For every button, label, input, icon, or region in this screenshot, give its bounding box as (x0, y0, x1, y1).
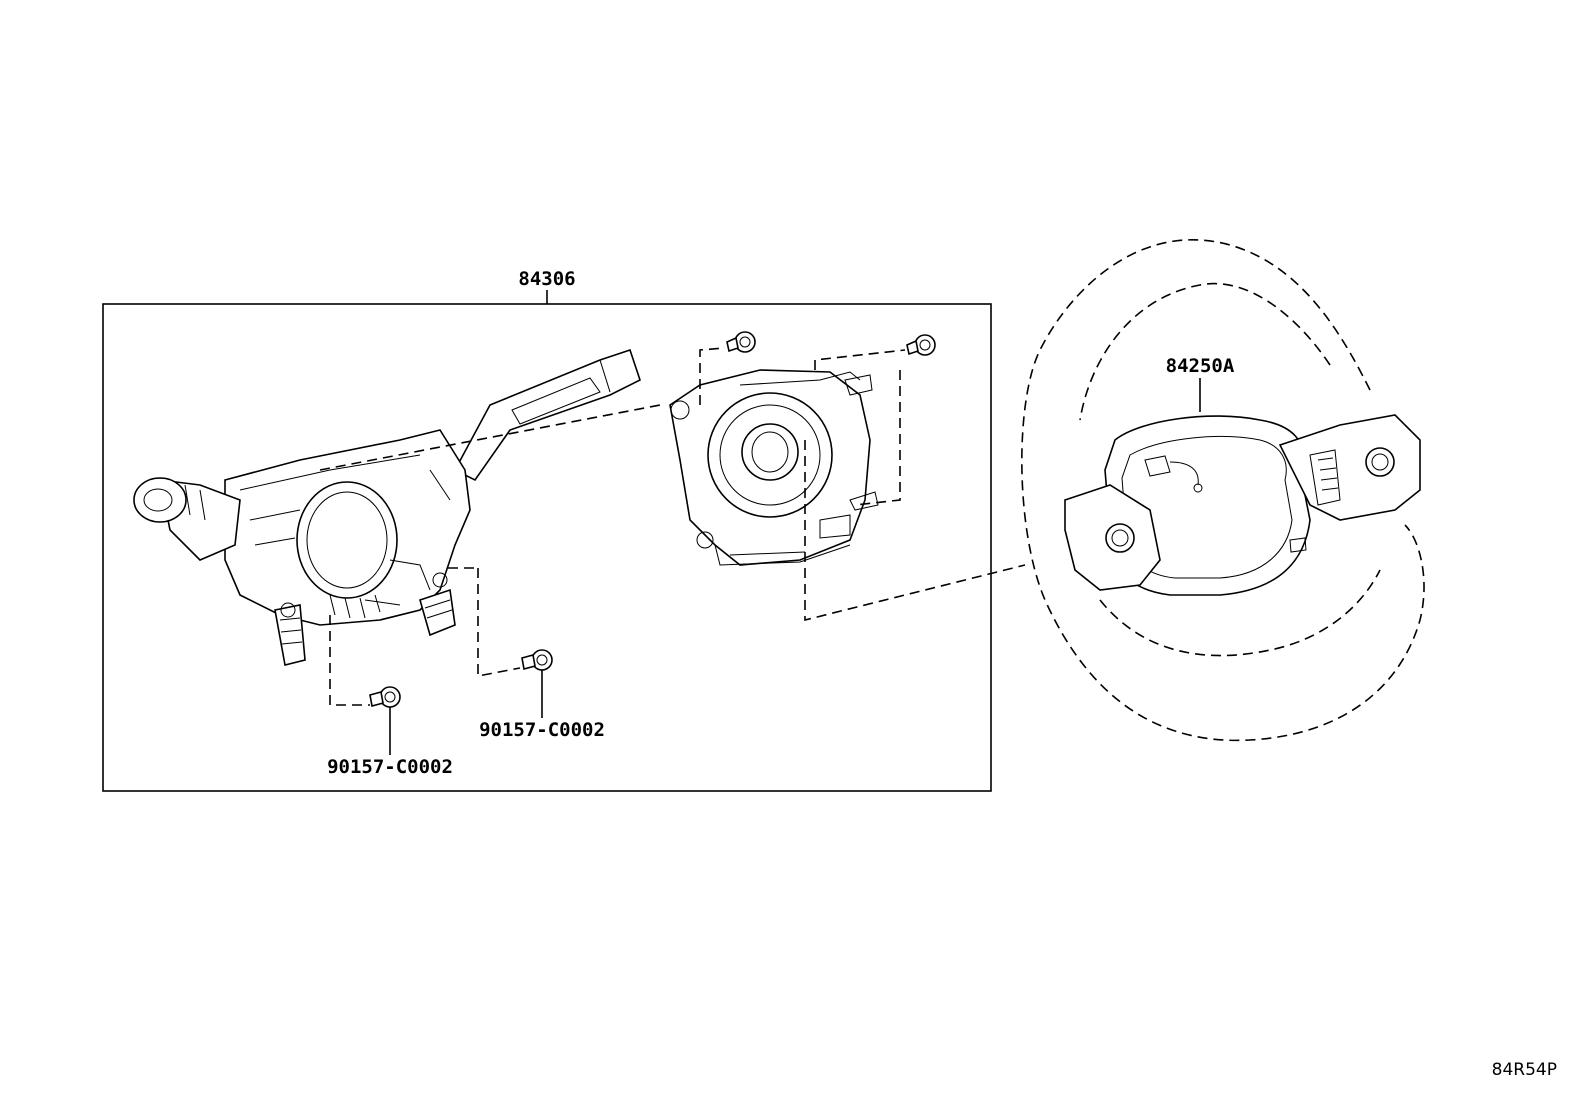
label-screw-lower[interactable]: 90157-C0002 (327, 756, 453, 778)
diagram-code: 84R54P (1492, 1060, 1557, 1080)
steering-wheel-drawing[interactable] (1021, 239, 1425, 742)
label-screw-right[interactable]: 90157-C0002 (479, 719, 605, 741)
screw-top-left[interactable] (726, 331, 756, 353)
screw-right[interactable] (521, 649, 553, 671)
screw-top-right[interactable] (906, 334, 936, 356)
label-84250A[interactable]: 84250A (1166, 355, 1235, 377)
screw-lower[interactable] (369, 686, 401, 708)
spiral-cable-drawing[interactable] (669, 369, 879, 566)
combination-switch-drawing[interactable] (133, 348, 641, 666)
label-84306[interactable]: 84306 (518, 268, 575, 290)
connection-lines (319, 347, 1026, 706)
